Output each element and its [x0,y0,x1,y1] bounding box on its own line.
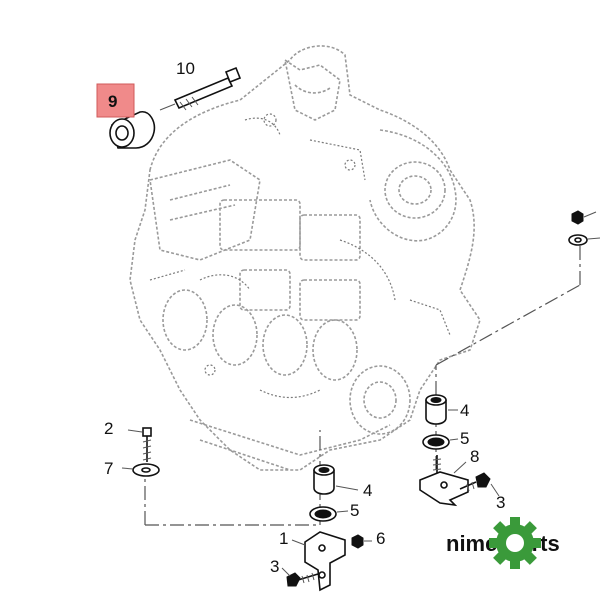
part-2-bolt [127,427,152,462]
part-4-mount-right [425,394,458,425]
callout-3-right: 3 [496,493,505,512]
part-8-bracket [419,455,469,507]
callout-4-center: 4 [363,481,372,500]
gear-icon [489,517,541,569]
callout-9: 9 [108,92,117,111]
callout-2: 2 [104,419,113,438]
callout-8: 8 [470,447,479,466]
part-1-bracket [291,531,346,592]
callout-4-right: 4 [460,401,469,420]
gear-tooth [510,559,520,569]
callout-10: 10 [176,59,195,78]
gear-tooth [489,538,499,548]
gear-tooth [522,550,537,565]
part-4-mount-center [313,464,359,495]
gear-tooth [531,538,541,548]
part-7-washer [121,463,160,477]
gear-tooth [493,521,508,536]
engine-block [129,45,481,471]
part-5-ring-center [309,506,349,522]
gear-tooth [522,521,537,536]
callout-1: 1 [279,529,288,548]
part-3-bolt-right [459,472,500,497]
gear-tooth [510,517,520,527]
part-6-nut [351,534,372,549]
part-9-bushing [109,111,156,149]
part-3-bolt-bottom [281,567,319,587]
top-right-nut-washer [568,210,600,246]
callout-7: 7 [104,459,113,478]
brand-logo: nimerparts [446,517,560,569]
gear-tooth [493,550,508,565]
callout-labels: 9 10 2 7 4 5 1 6 3 4 5 8 3 [104,59,505,576]
callout-5-center: 5 [350,501,359,520]
part-10-long-bolt [159,66,242,111]
part-5-ring-right [422,434,459,450]
callout-3-bottom: 3 [270,557,279,576]
callout-9-highlight [96,83,135,118]
callout-5-right: 5 [460,429,469,448]
callout-6: 6 [376,529,385,548]
